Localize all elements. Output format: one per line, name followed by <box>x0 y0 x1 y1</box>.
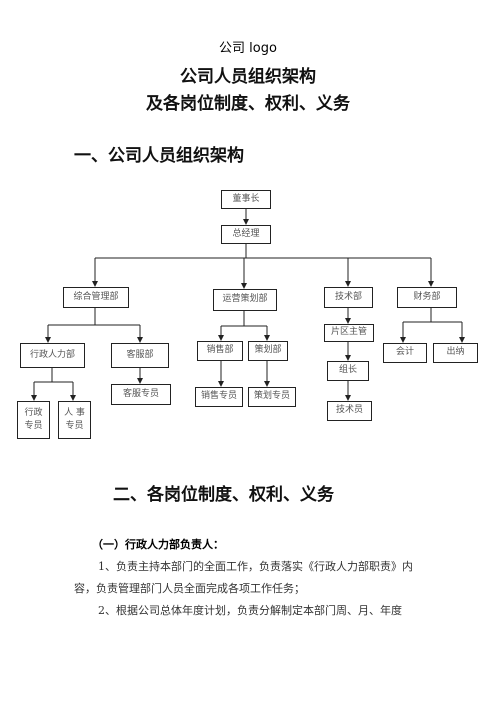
org-node-team-lead: 组长 <box>327 361 369 381</box>
org-node-hr: 行政人力部 <box>20 343 85 368</box>
org-node-cs-staff: 客服专员 <box>111 384 171 405</box>
org-node-general-manager: 总经理 <box>221 225 271 244</box>
subsection1-heading: （一）行政人力部负责人： <box>92 538 224 551</box>
org-node-dept-ops: 运营策划部 <box>213 289 277 311</box>
org-node-planning: 策划部 <box>248 341 288 361</box>
company-logo-text: 公司 logo <box>219 41 277 56</box>
section2-heading: 二、各岗位制度、权利、义务 <box>113 485 334 505</box>
org-node-sales-staff: 销售专员 <box>195 387 243 407</box>
org-node-customer-service: 客服部 <box>111 343 169 368</box>
paragraph-1: 1、负责主持本部门的全面工作，负责落实《行政人力部职责》内容，负责管理部门人员全… <box>74 560 413 595</box>
org-node-chairman: 董事长 <box>221 190 271 209</box>
org-node-planning-staff: 策划专员 <box>248 387 296 407</box>
org-node-hr-staff: 人 事 专员 <box>58 401 91 439</box>
paragraph-2: 2、根据公司总体年度计划，负责分解制定本部门周、月、年度 <box>98 604 402 617</box>
org-node-sales: 销售部 <box>197 341 243 361</box>
org-node-accountant: 会计 <box>383 343 427 363</box>
org-node-technician: 技术员 <box>327 401 372 421</box>
doc-title-line2: 及各岗位制度、权利、义务 <box>146 94 350 114</box>
org-node-dept-admin: 综合管理部 <box>63 287 129 308</box>
org-node-cashier: 出纳 <box>433 343 478 363</box>
doc-title-line1: 公司人员组织架构 <box>180 67 316 87</box>
org-node-admin-staff: 行政 专员 <box>17 401 50 439</box>
org-node-dept-tech: 技术部 <box>324 287 373 308</box>
org-node-area-manager: 片区主管 <box>324 324 374 342</box>
org-node-dept-finance: 财务部 <box>397 287 457 308</box>
section1-heading: 一、公司人员组织架构 <box>74 146 244 166</box>
